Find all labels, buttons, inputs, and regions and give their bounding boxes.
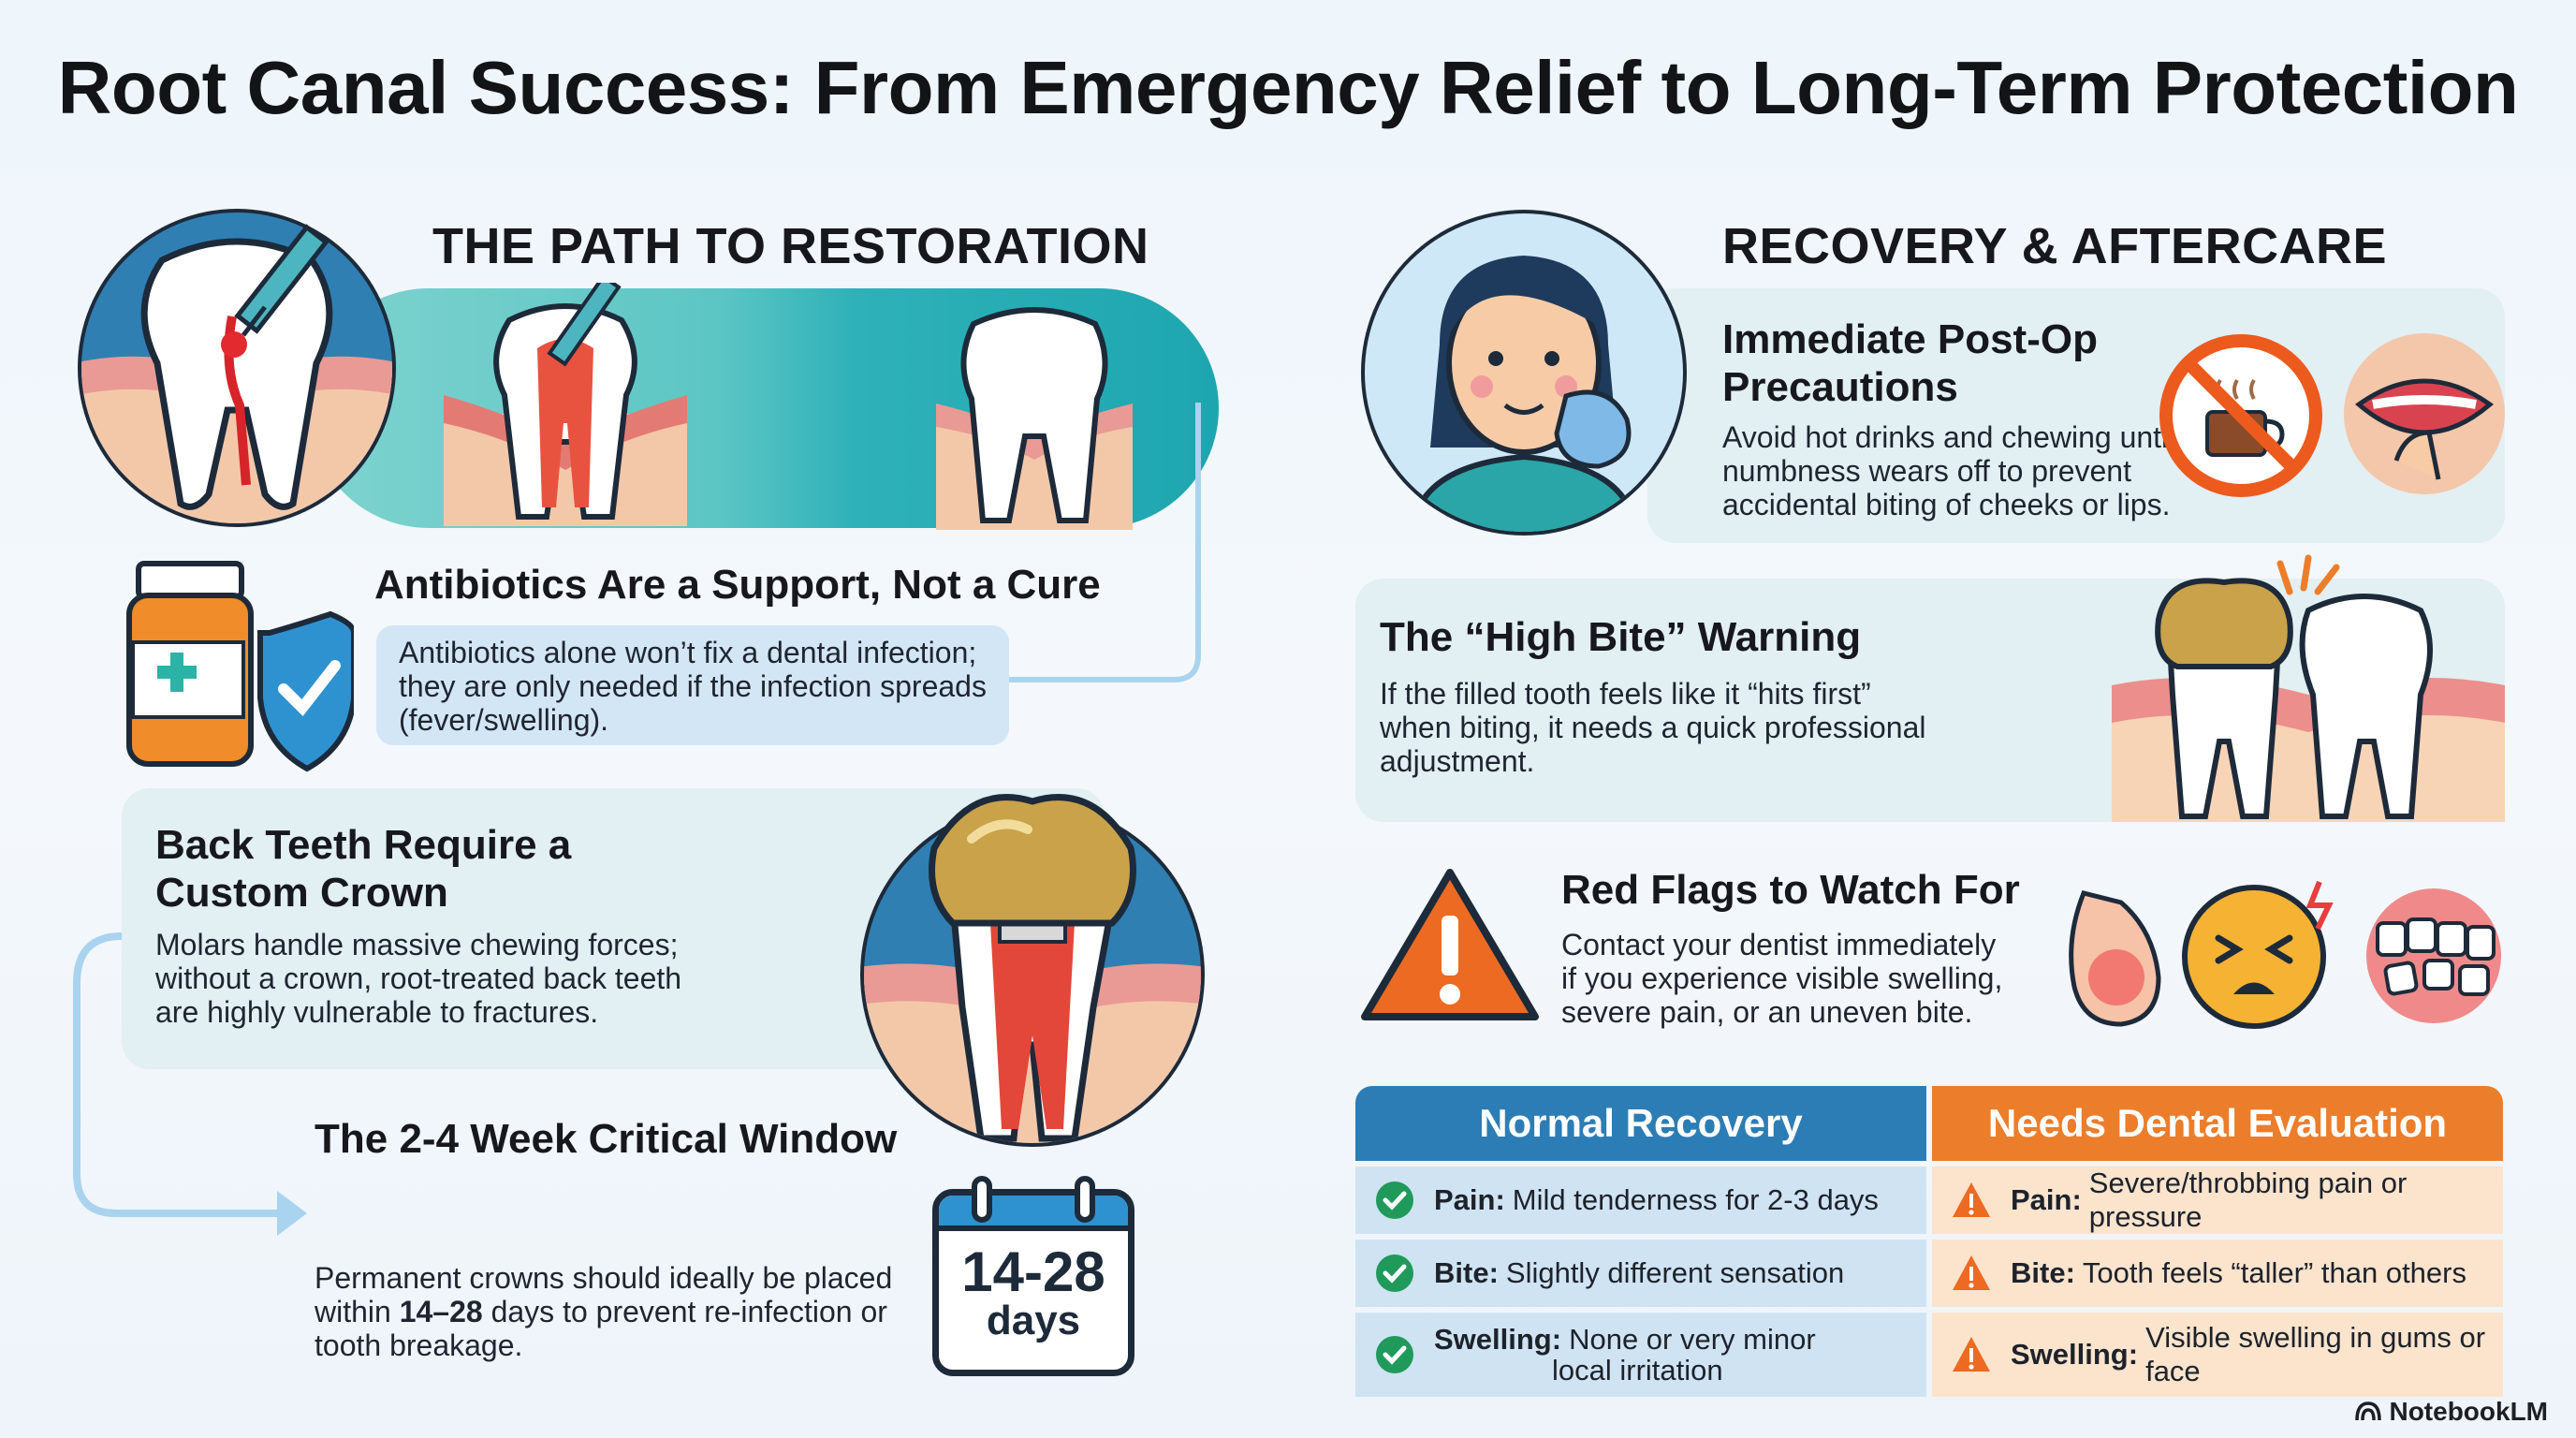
- antibiotics-title: Antibiotics Are a Support, Not a Cure: [374, 562, 1101, 608]
- root-treatment-tooth-icon: [444, 283, 687, 526]
- patient-ice-pack-illustration: [1355, 204, 1692, 541]
- postop-title: Immediate Post-Op Precautions: [1722, 316, 2098, 410]
- check-icon: [1376, 1181, 1413, 1219]
- uneven-bite-icon: [2359, 886, 2509, 1026]
- path-heading: THE PATH TO RESTORATION: [432, 218, 1149, 274]
- flow-arrow: [73, 932, 307, 1236]
- calendar-unit: days: [986, 1298, 1081, 1343]
- postop-body: Avoid hot drinks and chewing until numbn…: [1722, 420, 2175, 521]
- lip-bite-icon: [2340, 330, 2509, 498]
- red-flags-title: Red Flags to Watch For: [1561, 867, 2020, 913]
- table-row: Bite:Tooth feels “taller” than others: [1932, 1240, 2503, 1307]
- crown-title: Back Teeth Require a Custom Crown: [155, 822, 572, 916]
- antibiotics-body: Antibiotics alone won’t fix a dental inf…: [399, 636, 987, 737]
- window-body: Permanent crowns should ideally be place…: [315, 1261, 893, 1362]
- recovery-heading: RECOVERY & AFTERCARE: [1722, 218, 2388, 274]
- swollen-cheek-icon: [2056, 884, 2168, 1034]
- notebooklm-icon: [2355, 1401, 2382, 1421]
- table-row: Pain:Severe/throbbing pain or pressure: [1932, 1167, 2503, 1234]
- warning-triangle-icon: [1359, 865, 1541, 1024]
- page-title: Root Canal Success: From Emergency Relie…: [57, 46, 2519, 129]
- medicine-bottle-icon: [120, 558, 354, 773]
- pain-face-icon: [2179, 863, 2357, 1032]
- infected-tooth-illustration: [73, 204, 401, 532]
- table-row: Pain:Mild tenderness for 2-3 days: [1355, 1167, 1926, 1234]
- no-hot-drinks-icon: [2159, 333, 2323, 498]
- red-flags-body: Contact your dentist immediately if you …: [1561, 928, 2003, 1029]
- calendar-icon: 14-28 days: [932, 1176, 1134, 1376]
- table-row: Swelling:Visible swelling in gums or fac…: [1932, 1313, 2503, 1397]
- healthy-tooth-icon: [936, 296, 1133, 530]
- high-bite-body: If the filled tooth feels like it “hits …: [1380, 677, 1926, 778]
- warning-icon: [1953, 1337, 1990, 1372]
- window-title: The 2-4 Week Critical Window: [315, 1116, 898, 1162]
- high-bite-teeth-illustration: [2112, 554, 2505, 822]
- high-bite-title: The “High Bite” Warning: [1380, 614, 1862, 660]
- path-connector: [936, 403, 1201, 682]
- warning-icon: [1953, 1182, 1990, 1217]
- notebooklm-logo: NotebookLM: [2355, 1397, 2548, 1427]
- crowned-molar-illustration: [841, 764, 1224, 1148]
- warning-icon: [1953, 1255, 1990, 1290]
- check-icon: [1376, 1336, 1413, 1373]
- calendar-number: 14-28: [961, 1240, 1105, 1303]
- table-row: Bite:Slightly different sensation: [1355, 1240, 1926, 1307]
- table-row: Swelling:None or very minor local irrita…: [1355, 1313, 1926, 1397]
- antibiotics-body-panel: [376, 625, 1009, 745]
- crown-body: Molars handle massive chewing forces; wi…: [155, 928, 682, 1029]
- normal-recovery-header: Normal Recovery: [1355, 1086, 1926, 1161]
- check-icon: [1376, 1255, 1413, 1292]
- needs-evaluation-header: Needs Dental Evaluation: [1932, 1086, 2503, 1161]
